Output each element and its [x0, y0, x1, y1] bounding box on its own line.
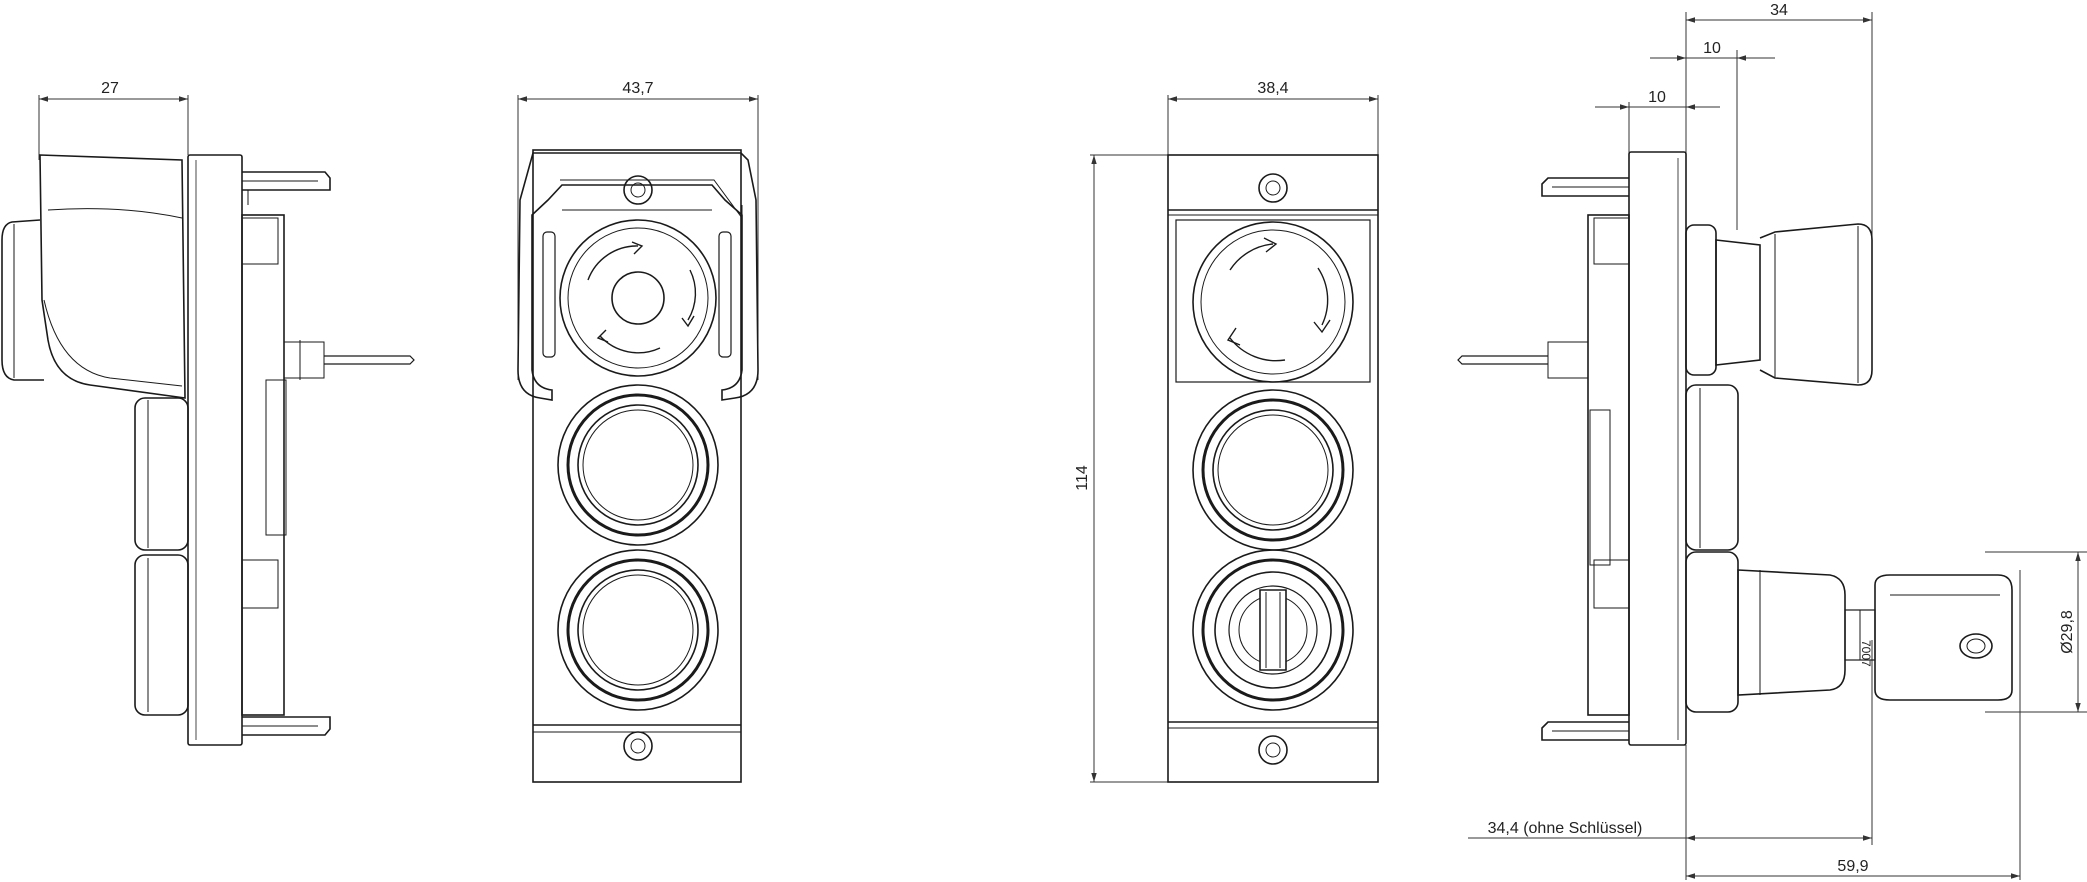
dimension-114 [1090, 154, 1168, 783]
front-view [1090, 95, 1379, 783]
dim-label-10-lower: 10 [1648, 89, 1666, 106]
dim-label-34: 34 [1770, 2, 1788, 19]
dim-label-34-4: 34,4 (ohne Schlüssel) [1488, 820, 1643, 837]
dimension-27 [38, 95, 189, 160]
front-view-guard [517, 95, 759, 783]
dim-label-59-9: 59,9 [1837, 858, 1868, 875]
left-side-view [1, 95, 415, 746]
dim-label-38-4: 38,4 [1257, 80, 1288, 97]
dim-label-diameter-29-8: Ø29,8 [2059, 610, 2076, 654]
key-engraving: 7007 [1859, 640, 1873, 667]
dim-label-43-7: 43,7 [622, 80, 653, 97]
right-side-view [1457, 12, 2087, 880]
dim-label-114: 114 [1074, 465, 1091, 491]
dim-label-10-top: 10 [1703, 40, 1721, 57]
dimension-38-4 [1167, 95, 1379, 155]
dim-label-27: 27 [101, 80, 119, 97]
dimension-43-7 [517, 95, 759, 380]
dimension-lines-right [1468, 12, 2087, 880]
